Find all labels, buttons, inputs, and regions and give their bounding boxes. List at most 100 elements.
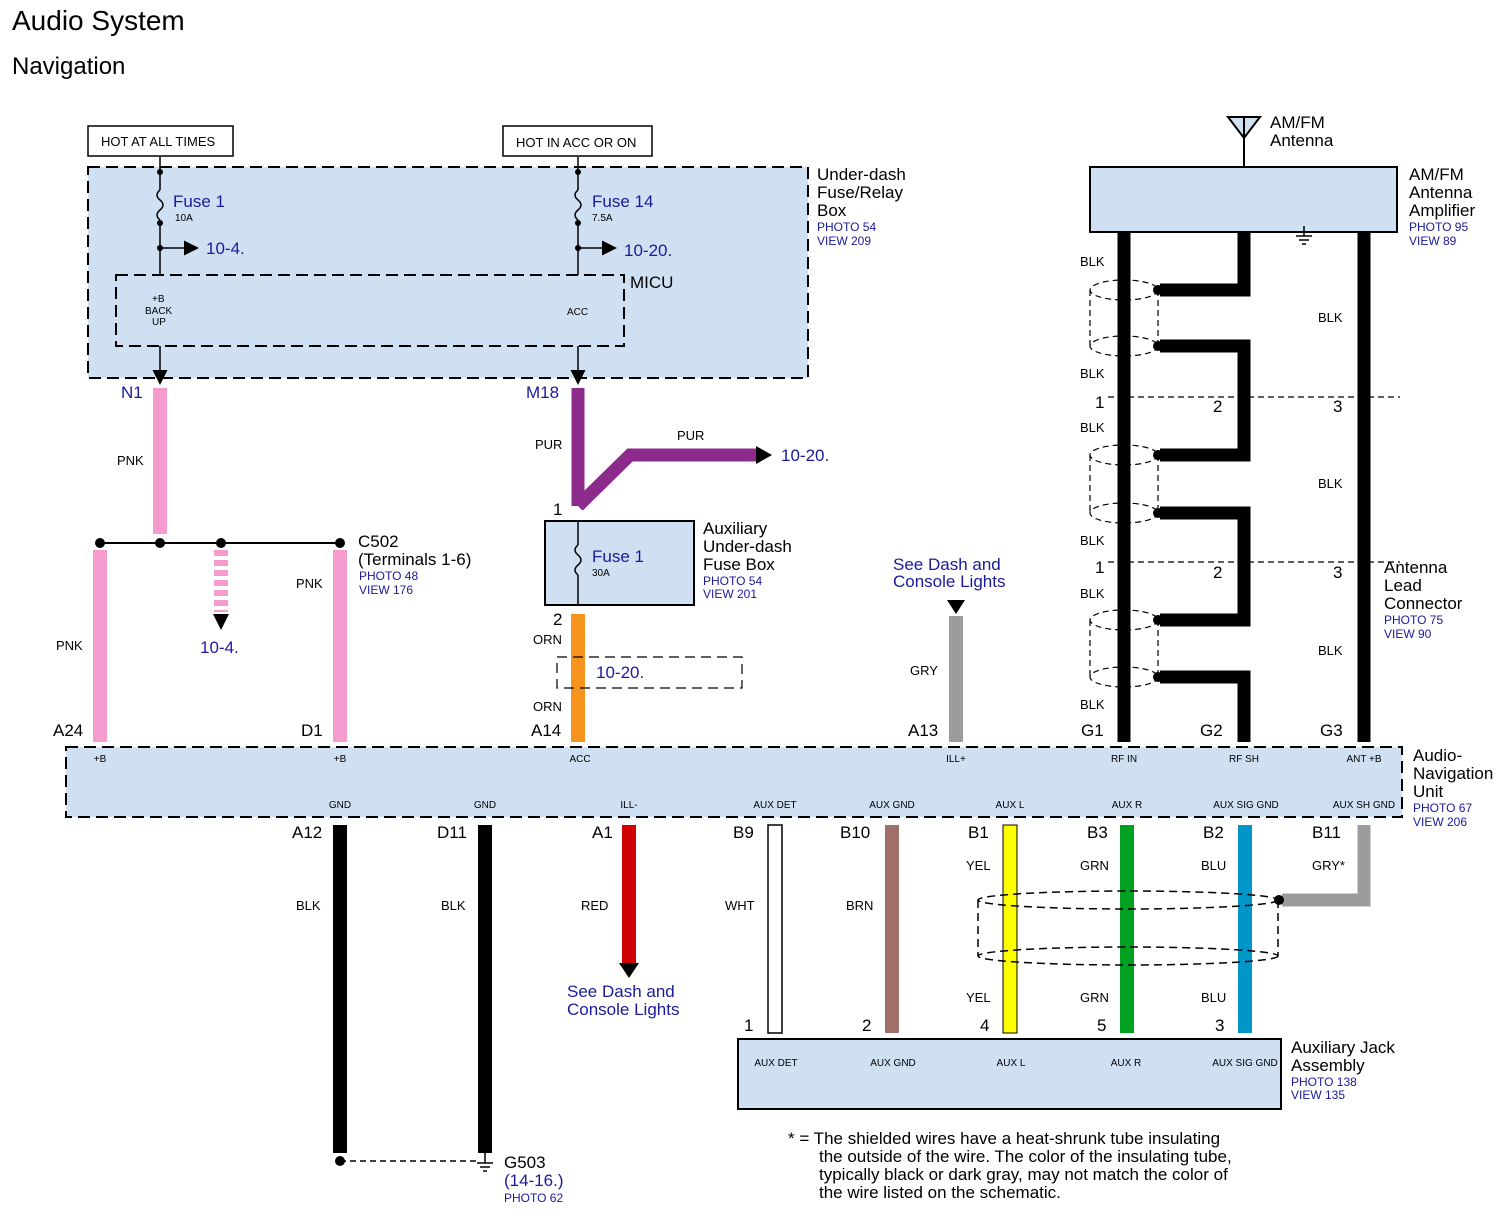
aux-jack-photo-ref: PHOTO 138 — [1291, 1075, 1357, 1089]
aux-jack-pin-label: AUX DET — [754, 1058, 797, 1069]
wire-wht — [767, 824, 783, 1034]
wire-pur — [571, 388, 756, 511]
wire-color-label: PUR — [535, 437, 562, 452]
aux-fuse-pin: 1 — [553, 500, 562, 519]
connector-pin: 1 — [1095, 558, 1104, 577]
ground-icon — [477, 1153, 493, 1172]
nav-top-pin-label: RF SH — [1229, 754, 1259, 765]
ref-10-20-link[interactable]: 10-20. — [596, 663, 644, 682]
nav-bottom-pin: B1 — [968, 823, 989, 842]
wire-color-label: BLK — [441, 898, 466, 913]
antenna-name: Antenna — [1270, 131, 1334, 150]
aux-fuse-label: Fuse 1 — [592, 547, 644, 566]
lead-photo-ref: PHOTO 75 — [1384, 613, 1443, 627]
wire-color-label: YEL — [966, 990, 991, 1005]
see-dash-lights-link[interactable]: See Dash and — [893, 555, 1001, 574]
wire-color-label: BLU — [1201, 858, 1226, 873]
aux-fuse-box-name: Under-dash — [703, 537, 792, 556]
nav-bottom-pin-label: AUX L — [996, 800, 1025, 811]
splice-dot — [335, 1156, 345, 1166]
amplifier-name: AM/FM — [1409, 165, 1464, 184]
aux-jack-pin: 2 — [862, 1016, 871, 1035]
splice-dot — [155, 538, 165, 548]
micu-pin-label: BACK — [145, 306, 173, 317]
nav-top-pin-label: RF IN — [1111, 754, 1137, 765]
fuse-icon — [156, 189, 164, 221]
wire-blu — [1238, 825, 1252, 1033]
see-dash-lights-link[interactable]: See Dash and — [567, 982, 675, 1001]
footnote-line: typically black or dark gray, may not ma… — [819, 1165, 1228, 1184]
fuse-14-ref-link[interactable]: 10-20. — [624, 241, 672, 260]
nav-top-pin-label: ILL+ — [946, 754, 966, 765]
aux-fuse-view-ref: VIEW 201 — [703, 587, 757, 601]
nav-top-pin: G1 — [1081, 721, 1104, 740]
fuse-icon — [574, 544, 582, 576]
arrow-down-icon — [947, 600, 965, 614]
nav-bottom-pin-label: GND — [329, 800, 351, 811]
micu-label: MICU — [630, 273, 673, 292]
wire-grn — [1120, 825, 1134, 1033]
aux-jack-pin-label: AUX R — [1111, 1058, 1142, 1069]
fuse-14-label: Fuse 14 — [592, 192, 653, 211]
page-subtitle: Navigation — [12, 53, 125, 80]
aux-fuse-box — [544, 520, 695, 606]
wire-brn — [885, 825, 899, 1033]
micu-pin-label: +B — [152, 294, 165, 305]
wire-color-label: PUR — [677, 428, 704, 443]
splice-dot — [1153, 341, 1163, 351]
wire-blk — [333, 825, 347, 1153]
wire-color-label: PNK — [117, 453, 144, 468]
nav-bottom-pin-label: GND — [474, 800, 496, 811]
amplifier-name: Antenna — [1409, 183, 1473, 202]
wire-color-label: BLK — [1080, 366, 1105, 381]
aux-jack-pin: 4 — [980, 1016, 989, 1035]
connector-pin: 2 — [1213, 397, 1222, 416]
wire-color-label: BLK — [1080, 420, 1105, 435]
ref-10-4-link[interactable]: 10-4. — [200, 638, 239, 657]
see-dash-lights-link[interactable]: Console Lights — [567, 1000, 679, 1019]
ground-ref-link[interactable]: (14-16.) — [504, 1171, 564, 1190]
splice-dot — [216, 538, 226, 548]
c502-terms: (Terminals 1-6) — [358, 550, 471, 569]
nav-unit-view-ref: VIEW 206 — [1413, 815, 1467, 829]
amplifier-name: Amplifier — [1409, 201, 1475, 220]
nav-top-pin-label: +B — [94, 754, 107, 765]
nav-bottom-pin: A12 — [292, 823, 322, 842]
wire-color-label: BLK — [1318, 643, 1343, 658]
c502-photo-ref: PHOTO 48 — [359, 569, 418, 583]
pin-m18: M18 — [526, 383, 559, 402]
ground-name: G503 — [504, 1153, 546, 1172]
antenna-name: AM/FM — [1270, 113, 1325, 132]
fuse-box-name: Fuse/Relay — [817, 183, 903, 202]
splice-dot — [1153, 285, 1163, 295]
nav-unit-name: Navigation — [1413, 764, 1493, 783]
aux-fuse-box-name: Fuse Box — [703, 555, 775, 574]
fuse-1-circuit — [152, 157, 199, 385]
fuse-icon — [574, 189, 582, 221]
nav-bottom-pin-label: AUX R — [1112, 800, 1143, 811]
nav-bottom-pin-label: AUX SH GND — [1333, 800, 1395, 811]
nav-unit-name: Unit — [1413, 782, 1444, 801]
hot-at-all-times-label: HOT AT ALL TIMES — [101, 134, 215, 149]
wire-color-label: PNK — [56, 638, 83, 653]
wire-color-label: PNK — [296, 576, 323, 591]
c502-view-ref: VIEW 176 — [359, 583, 413, 597]
wire-yel — [1002, 824, 1018, 1034]
connector-pin: 1 — [1095, 393, 1104, 412]
connector-pin: 3 — [1333, 397, 1342, 416]
wire-blk — [478, 825, 492, 1153]
footnote-line: the outside of the wire. The color of th… — [819, 1147, 1232, 1166]
nav-top-pin-label: ANT +B — [1346, 754, 1381, 765]
aux-jack-view-ref: VIEW 135 — [1291, 1088, 1345, 1102]
audio-navigation-unit — [65, 746, 1403, 818]
connector-pin: 2 — [1213, 563, 1222, 582]
nav-bottom-pin-label: AUX GND — [869, 800, 915, 811]
nav-top-pin-label: ACC — [569, 754, 590, 765]
nav-unit-photo-ref: PHOTO 67 — [1413, 801, 1472, 815]
fuse-1-ref-link[interactable]: 10-4. — [206, 239, 245, 258]
arrow-down-icon — [213, 614, 229, 630]
nav-top-pin: A13 — [908, 721, 938, 740]
see-dash-lights-link[interactable]: Console Lights — [893, 572, 1005, 591]
ref-10-20-link[interactable]: 10-20. — [781, 446, 829, 465]
antenna-amplifier-box — [1089, 166, 1398, 233]
